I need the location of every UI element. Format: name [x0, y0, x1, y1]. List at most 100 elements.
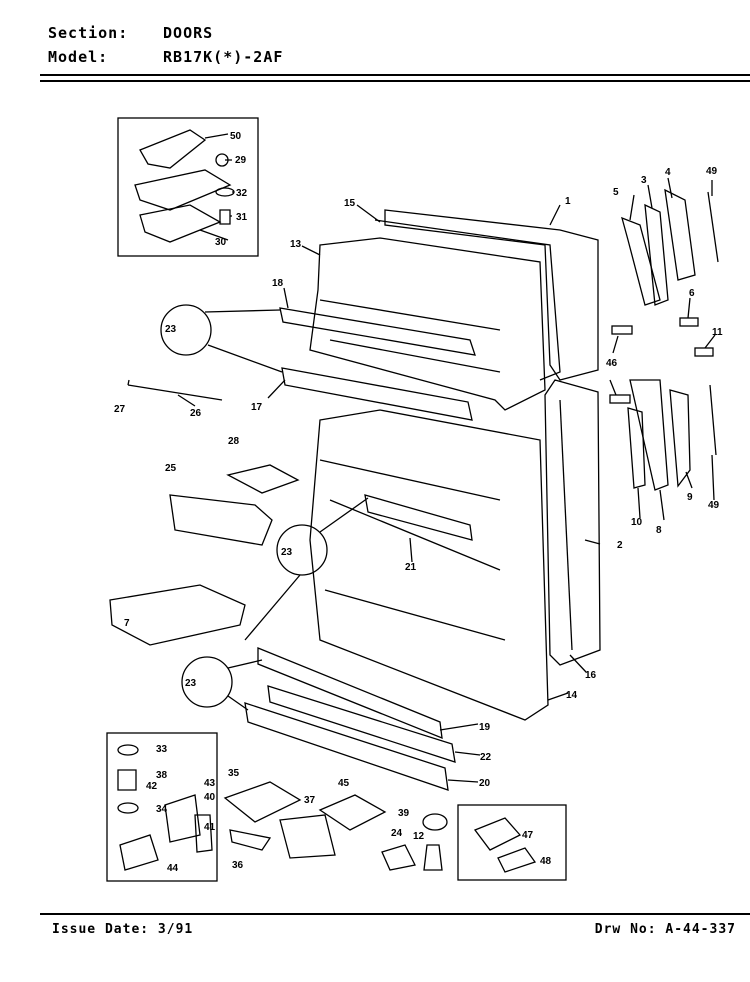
- part-25-bin: [169, 494, 273, 546]
- part-5-strip: [621, 216, 661, 306]
- detail-circle-23-a: [160, 304, 212, 356]
- detail-circle-23-c: [181, 656, 233, 708]
- part-label-5: 5: [613, 187, 619, 198]
- part-7-ice-tray: [109, 584, 246, 646]
- part-label-20: 20: [479, 778, 491, 789]
- part-label-10: 10: [631, 517, 643, 528]
- part-32-washer: [215, 187, 235, 197]
- part-label-35: 35: [228, 768, 240, 779]
- section-value: DOORS: [163, 24, 214, 42]
- part-callouts: 1 2 3 4 5 6 7 8 9 10 11 12 13 14 15 16 1…: [114, 131, 723, 874]
- drawing-number: Drw No: A-44-337: [594, 922, 736, 937]
- part-label-16: 16: [585, 670, 597, 681]
- freezer-gasket: [374, 219, 561, 381]
- part-label-27: 27: [114, 404, 126, 415]
- part-38-pin: [117, 769, 137, 791]
- inset-box-top: [117, 117, 259, 257]
- part-37-hinge: [279, 814, 336, 859]
- part-31-screw: [219, 209, 231, 225]
- part-label-24: 24: [391, 828, 403, 839]
- part-8-strip: [629, 379, 669, 491]
- part-label-32: 32: [236, 188, 248, 199]
- part-label-14: 14: [566, 690, 578, 701]
- part-19-bar: [257, 647, 443, 740]
- part-label-37: 37: [304, 795, 316, 806]
- part-label-12: 12: [413, 831, 425, 842]
- part-label-33: 33: [156, 744, 168, 755]
- part-9-strip: [669, 389, 691, 488]
- part-11-pad: [694, 347, 714, 357]
- fresh-food-inner-liner: [309, 409, 549, 721]
- footer-rule: [40, 913, 750, 915]
- section-label: Section:: [48, 24, 129, 42]
- part-label-11: 11: [712, 327, 723, 338]
- part-label-29: 29: [235, 155, 247, 166]
- freezer-inner-liner: [309, 237, 546, 411]
- fresh-food-gasket: [559, 399, 573, 651]
- part-29-plate: [134, 169, 232, 211]
- part-label-7: 7: [124, 618, 130, 629]
- part-label-38: 38: [156, 770, 168, 781]
- part-33-washer: [117, 744, 139, 756]
- inset-box-bottom-right: [457, 804, 567, 881]
- part-label-21: 21: [405, 562, 417, 573]
- part-label-23-c: 23: [185, 678, 197, 689]
- detail-wedge-23-b: [244, 497, 369, 641]
- part-label-25: 25: [165, 463, 177, 474]
- issue-date: Issue Date: 3/91: [52, 922, 194, 937]
- part-21-bar: [364, 494, 473, 541]
- part-label-28: 28: [228, 436, 240, 447]
- part-label-47: 47: [522, 830, 534, 841]
- part-12-stop: [423, 844, 443, 871]
- part-label-23-b: 23: [281, 547, 293, 558]
- part-label-45: 45: [338, 778, 350, 789]
- part-45-hinge: [318, 794, 387, 831]
- part-label-31: 31: [236, 212, 248, 223]
- part-40-bracket: [164, 794, 201, 843]
- part-10-strip: [627, 407, 646, 489]
- part-label-30: 30: [215, 237, 227, 248]
- part-label-41: 41: [204, 822, 216, 833]
- part-46-pad-lower: [609, 394, 631, 404]
- part-35-hinge: [223, 781, 302, 823]
- part-3-strip: [644, 203, 669, 306]
- part-41-bracket: [194, 814, 213, 853]
- part-label-40: 40: [204, 792, 216, 803]
- part-label-43: 43: [204, 778, 216, 789]
- leader-lines: [127, 133, 716, 783]
- part-6-pad: [679, 317, 699, 327]
- part-label-39: 39: [398, 808, 410, 819]
- part-label-17: 17: [251, 402, 263, 413]
- part-47-bracket: [473, 817, 522, 851]
- detail-circle-23-b: [276, 524, 328, 576]
- diagram-artwork: [106, 117, 719, 882]
- part-44-bracket: [119, 834, 159, 871]
- part-4-strip: [664, 188, 696, 281]
- detail-wedge-23-a: [204, 309, 283, 373]
- model-value: RB17K(*)-2AF: [163, 48, 284, 66]
- model-label: Model:: [48, 48, 109, 66]
- part-34-washer: [117, 802, 139, 814]
- part-50-shape: [139, 129, 207, 169]
- part-label-49-a: 49: [706, 166, 718, 177]
- part-label-34: 34: [156, 804, 168, 815]
- part-label-46: 46: [606, 358, 618, 369]
- part-49-upper-strip: [707, 191, 719, 263]
- part-30-plate: [139, 204, 222, 243]
- part-20-bar: [244, 702, 449, 791]
- part-label-42: 42: [146, 781, 158, 792]
- part-49-lower-strip: [709, 384, 717, 456]
- part-label-6: 6: [689, 288, 695, 299]
- fresh-food-liner-shelves: [319, 459, 506, 641]
- part-46-pad-upper: [611, 325, 633, 335]
- part-label-44: 44: [167, 863, 179, 874]
- detail-wedge-23-c: [227, 659, 263, 711]
- part-label-4: 4: [665, 167, 671, 178]
- part-39-cap: [422, 813, 448, 831]
- fresh-food-outer-door: [544, 379, 601, 666]
- part-label-19: 19: [479, 722, 491, 733]
- part-26-rod: [127, 384, 223, 401]
- model-row: Model: RB17K(*)-2AF: [48, 48, 283, 66]
- part-label-23-a: 23: [165, 324, 177, 335]
